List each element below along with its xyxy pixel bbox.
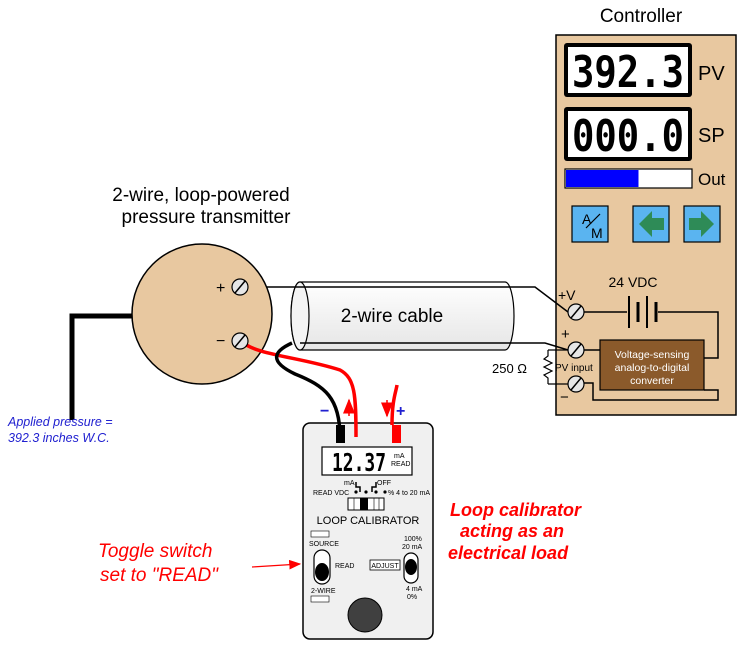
- controller-pv-plus-terminal: [567, 341, 585, 359]
- supply-label: 24 VDC: [608, 274, 657, 290]
- resistor-label: 250 Ω: [492, 361, 527, 376]
- transmitter-plus-label: +: [216, 280, 225, 297]
- source-read-toggle[interactable]: [313, 549, 331, 585]
- calibrator-black-jack[interactable]: [336, 425, 345, 443]
- load-note-line1: Loop calibrator: [450, 500, 582, 520]
- left-arrow-icon: [639, 211, 664, 237]
- calibrator-plus-label: +: [396, 403, 405, 420]
- left-arrow-button[interactable]: [632, 205, 670, 243]
- calibrator-title: LOOP CALIBRATOR: [317, 515, 420, 527]
- am-top-label: A: [582, 211, 592, 227]
- controller-pv-minus-terminal: [567, 375, 585, 393]
- read-label: READ: [335, 563, 354, 570]
- right-arrow-icon: [689, 211, 714, 237]
- pct100-label: 100%: [404, 536, 422, 543]
- pressure-pipe: [69, 313, 140, 420]
- auto-manual-button[interactable]: A M: [571, 205, 609, 243]
- adc-line1: Voltage-sensing: [615, 349, 690, 361]
- black-test-lead: [274, 341, 342, 438]
- pv-label: PV: [698, 63, 725, 85]
- adjust-toggle[interactable]: [403, 552, 419, 584]
- loop-calibrator: [302, 422, 434, 640]
- mode-read-vdc-label: READ VDC: [313, 490, 349, 497]
- right-arrow-button[interactable]: [683, 205, 721, 243]
- red-test-lead: [239, 339, 358, 438]
- controller-plus-v-terminal: [567, 303, 585, 321]
- toggle-note-line1: Toggle switch: [98, 541, 212, 562]
- transmitter-title-line2: pressure transmitter: [122, 207, 292, 228]
- load-note-line2: acting as an: [460, 521, 564, 541]
- am-bottom-label: M: [591, 225, 603, 241]
- adjust-label: ADJUST: [371, 563, 399, 570]
- source-label: SOURCE: [309, 541, 339, 548]
- sp-value: 000.0: [572, 111, 684, 162]
- transmitter-minus-terminal: [231, 332, 249, 350]
- pv-value: 392.3: [572, 47, 684, 98]
- ma4-label: 4 mA: [406, 586, 423, 593]
- cable-wire-positive: [240, 286, 569, 313]
- two-wire-label: 2-WIRE: [311, 588, 336, 595]
- toggle-note-line2: set to "READ": [100, 565, 219, 586]
- transmitter-plus-terminal: [231, 278, 249, 296]
- pv-plus-label: +: [561, 326, 570, 343]
- resistor-250-ohm: [542, 350, 554, 384]
- toggle-note-arrow: [251, 559, 302, 570]
- sp-label: SP: [698, 125, 725, 147]
- adjust-button[interactable]: ADJUST: [369, 559, 401, 571]
- load-note-line3: electrical load: [448, 543, 569, 563]
- mode-selector-switch[interactable]: [347, 497, 385, 511]
- controller-title: Controller: [600, 6, 683, 27]
- adjust-knob[interactable]: [347, 597, 383, 633]
- pv-display-face: [568, 47, 688, 93]
- adc-line3: converter: [630, 375, 674, 387]
- mode-percent-label: % 4 to 20 mA: [388, 490, 430, 497]
- adc-line2: analog-to-digital: [615, 362, 690, 374]
- calibrator-minus-label: −: [320, 403, 329, 420]
- mode-off-label: OFF: [377, 480, 391, 487]
- calibrator-unit-top: mA: [394, 453, 405, 460]
- transmitter-minus-label: −: [216, 333, 225, 350]
- applied-pressure-line2: 392.3 inches W.C.: [8, 431, 110, 445]
- adc-box: [599, 339, 705, 391]
- ma20-label: 20 mA: [402, 544, 423, 551]
- battery-24vdc: [628, 296, 658, 328]
- mode-ma-label: mA: [344, 480, 355, 487]
- pv-minus-label: −: [560, 389, 569, 406]
- two-wire-indicator: [310, 595, 330, 603]
- cable-label: 2-wire cable: [341, 306, 443, 327]
- pv-input-label: PV input: [555, 363, 593, 374]
- cable-wire-negative: [300, 342, 569, 351]
- pct0-label: 0%: [407, 594, 417, 601]
- output-label: Out: [698, 170, 726, 189]
- output-bar-fill: [566, 170, 639, 187]
- plus-v-label: +V: [558, 287, 576, 303]
- source-indicator: [310, 530, 330, 538]
- transmitter-title-line1: 2-wire, loop-powered: [112, 185, 289, 206]
- calibrator-display: [321, 446, 413, 476]
- calibrator-reading: 12.37: [332, 448, 386, 477]
- sp-display-face: [568, 111, 688, 157]
- calibrator-red-jack[interactable]: [392, 425, 401, 443]
- calibrator-unit-bottom: READ: [391, 461, 410, 468]
- applied-pressure-line1: Applied pressure =: [7, 415, 113, 429]
- two-wire-cable: [290, 281, 515, 351]
- pressure-transmitter: [131, 243, 273, 385]
